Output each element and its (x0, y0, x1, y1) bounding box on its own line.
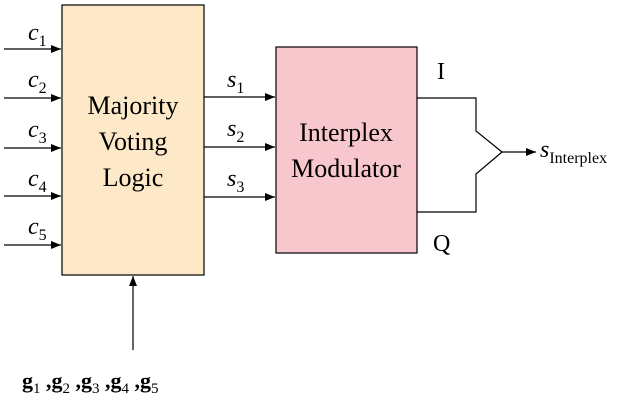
i-branch-label: I (437, 59, 445, 85)
output-label: sInterplex (540, 137, 607, 167)
voting-label-line2: Voting (99, 127, 168, 156)
voting-label-line3: Logic (103, 163, 164, 192)
mid-label-s2: s2 (227, 116, 244, 146)
control-label: g1 ,g2 ,g3 ,g4 ,g5 (22, 368, 159, 397)
input-label-c5: c5 (28, 214, 47, 244)
modulator-label-line1: Interplex (299, 118, 393, 147)
input-label-c1: c1 (28, 20, 47, 50)
modulator-label-line2: Modulator (291, 154, 401, 183)
majority-voting-block-box (61, 4, 205, 276)
input-signals: c1 c2 c3 c4 c5 (4, 20, 61, 249)
mid-label-s3: s3 (227, 166, 244, 196)
interplex-modulator-block: Interplex Modulator (275, 46, 418, 254)
i-branch-line (417, 97, 503, 153)
input-label-c2: c2 (28, 67, 47, 97)
input-label-c4: c4 (28, 166, 47, 196)
q-branch-label: Q (433, 231, 450, 257)
iq-combiner: I Q sInterplex (417, 59, 607, 257)
q-branch-line (417, 151, 503, 213)
input-label-c3: c3 (28, 117, 47, 147)
voting-label-line1: Majority (88, 91, 179, 120)
intermediate-signals: s1 s2 s3 (204, 67, 275, 201)
majority-voting-block: Majority Voting Logic (61, 4, 205, 276)
interplex-modulator-block-box (275, 46, 418, 254)
mid-label-s1: s1 (227, 67, 244, 97)
control-input: g1 ,g2 ,g3 ,g4 ,g5 (22, 276, 159, 397)
